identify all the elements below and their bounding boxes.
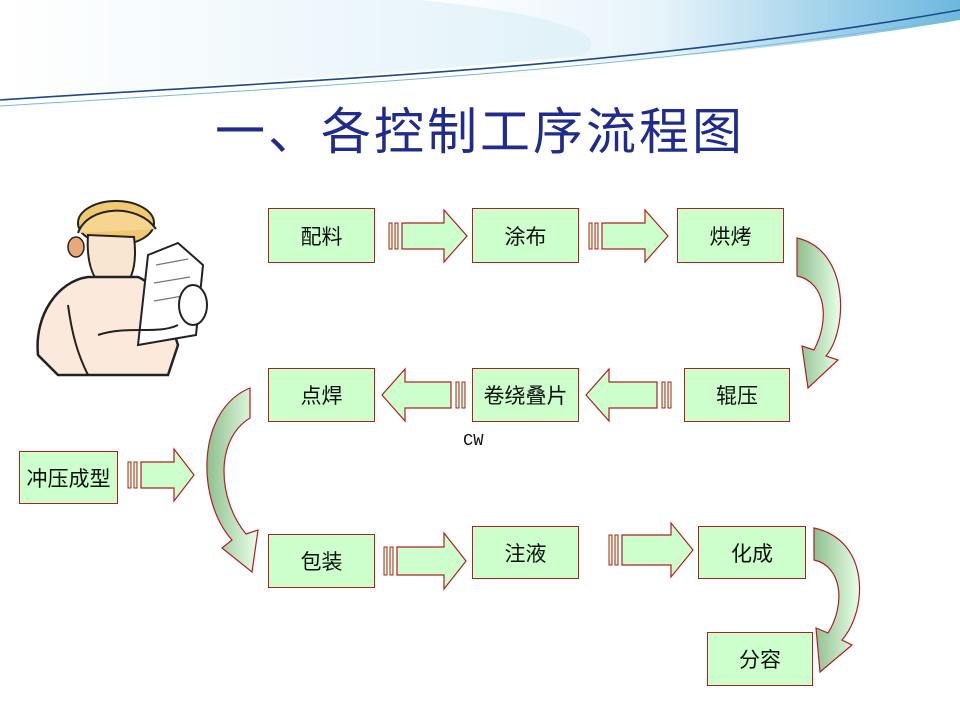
arrow-zhuye-to-huacheng	[608, 521, 694, 579]
step-box-fenrong: 分容	[707, 632, 813, 686]
arrow-gunya-to-juanrao	[585, 367, 672, 423]
arrow-baozhuang-to-zhuye	[383, 531, 467, 591]
curved-arrow-dianhan-to-baozhuang	[206, 387, 259, 574]
step-box-gunya: 辊压	[684, 368, 790, 422]
step-box-zhuye: 注液	[472, 526, 579, 579]
step-label-juanrao: 卷绕叠片	[483, 384, 568, 408]
step-label-zhuye: 注液	[504, 541, 547, 566]
arrow-chongya-to-dianhan	[127, 447, 195, 503]
note-cw: CW	[463, 432, 484, 451]
curved-arrow-hongkao-to-gunya	[796, 237, 842, 390]
curved-arrow-huacheng-to-fenrong	[813, 527, 861, 674]
step-box-dianhan: 点焊	[268, 368, 375, 422]
arrow-tubu-to-hongkao	[588, 208, 669, 264]
arrow-juanrao-to-dianhan	[381, 367, 466, 423]
step-label-baozhuang: 包装	[300, 550, 343, 574]
step-label-peiliao: 配料	[300, 224, 343, 249]
step-box-juanrao: 卷绕叠片	[472, 368, 579, 422]
header-wave-decoration	[0, 0, 960, 107]
step-box-huacheng: 化成	[698, 526, 806, 579]
step-label-huacheng: 化成	[731, 541, 773, 566]
slide-title: 一、各控制工序流程图	[215, 103, 745, 161]
step-label-tubu: 涂布	[504, 224, 547, 249]
step-box-chongya: 冲压成型	[19, 451, 118, 504]
step-label-gunya: 辊压	[716, 384, 758, 408]
step-box-peiliao: 配料	[268, 208, 375, 263]
step-box-tubu: 涂布	[472, 208, 579, 263]
step-label-chongya: 冲压成型	[26, 466, 111, 491]
step-label-dianhan: 点焊	[300, 384, 343, 408]
step-label-hongkao: 烘烤	[709, 224, 752, 249]
step-label-fenrong: 分容	[739, 648, 781, 672]
arrow-peiliao-to-tubu	[388, 208, 468, 264]
step-box-baozhuang: 包装	[268, 534, 375, 588]
worker-with-blueprints-icon	[36, 200, 208, 377]
step-box-hongkao: 烘烤	[677, 208, 784, 263]
